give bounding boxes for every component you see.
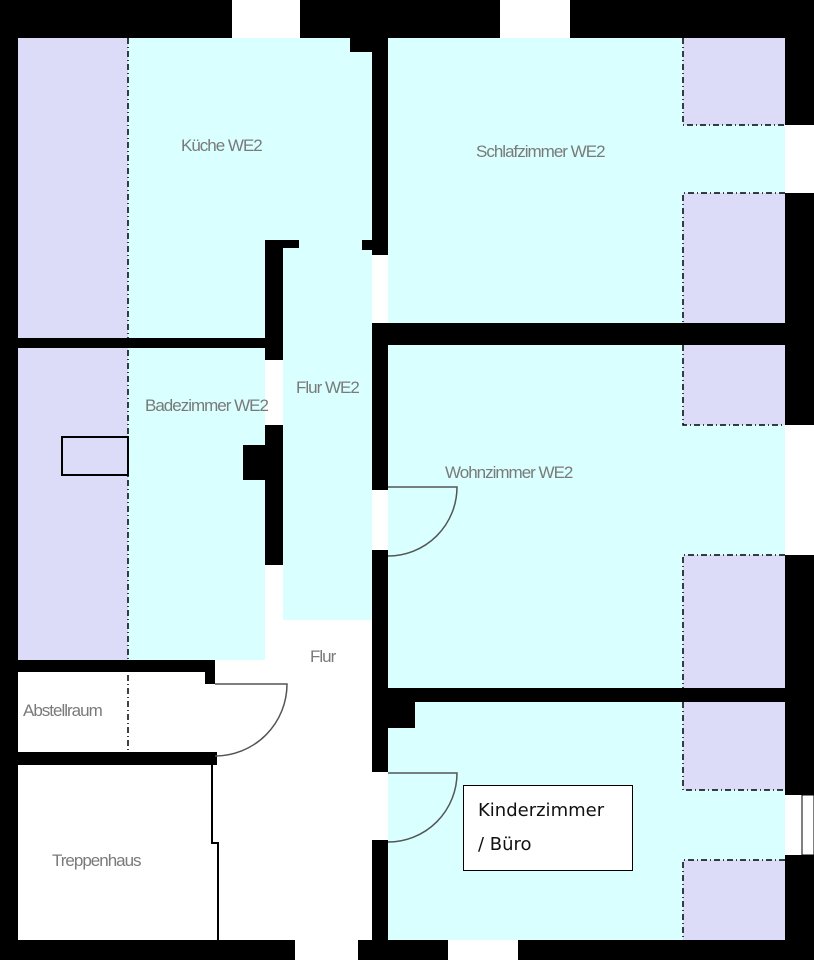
wall-segment [372, 840, 388, 960]
wall-segment [372, 690, 388, 772]
wall-segment [372, 323, 814, 345]
bathroom-area [128, 348, 265, 660]
dashed-boundary [682, 702, 785, 791]
door-abstellraum[interactable] [214, 683, 288, 757]
balcony-area [18, 348, 128, 660]
wall-segment [570, 0, 814, 38]
room-label-staircase: Treppenhaus [52, 851, 142, 870]
wall-segment [372, 323, 388, 490]
wall-segment [300, 0, 500, 38]
wall-segment [785, 555, 814, 795]
kids-room-label-line1: Kinderzimmer [478, 800, 605, 821]
wall-segment [205, 660, 215, 684]
door-kinderzimmer[interactable] [387, 772, 458, 843]
wall-segment [0, 0, 18, 960]
wall-segment [358, 940, 448, 960]
wall-segment [372, 688, 814, 702]
wall-segment [785, 193, 814, 425]
room-label-hallway: Flur [310, 647, 336, 666]
wall-segment [265, 240, 283, 360]
hallway-we2-area [283, 248, 372, 620]
wall-segment [362, 240, 388, 250]
room-label-storage: Abstellraum [23, 701, 103, 720]
dashed-boundary [682, 38, 785, 126]
wall-segment [388, 702, 415, 728]
wall-segment [243, 445, 270, 480]
doors[interactable] [214, 486, 458, 843]
balcony-area [683, 193, 785, 325]
thin-lines [61, 436, 814, 940]
wall-segment [372, 30, 388, 255]
wall-segment [372, 550, 388, 690]
staircase-boundary [211, 765, 219, 940]
balcony-area [683, 345, 785, 425]
dashed-lines [127, 38, 785, 940]
wall-segment [0, 752, 217, 765]
room-label-kitchen: Küche WE2 [181, 136, 263, 155]
balcony-area [18, 38, 128, 338]
wall-segment [785, 38, 814, 125]
door-wohnzimmer[interactable] [387, 486, 458, 557]
wall-segment [0, 660, 215, 672]
wall-segment [0, 940, 295, 960]
balcony-fills [18, 38, 785, 940]
balcony-area [683, 555, 785, 688]
wall-segment [265, 240, 299, 248]
wall-segment [518, 940, 814, 960]
window-frame [801, 794, 814, 856]
wall-segment [0, 338, 280, 348]
room-label-living-room: Wohnzimmer WE2 [445, 463, 573, 482]
balcony-area [683, 38, 785, 125]
dashed-boundary [682, 345, 785, 426]
wall-segment [0, 0, 232, 38]
kids-room-label-box: Kinderzimmer / Büro [463, 785, 633, 871]
balcony-area [683, 860, 785, 940]
kids-room-label-line2: / Büro [478, 834, 532, 855]
room-label-bedroom: Schlafzimmer WE2 [476, 142, 606, 161]
bath-fixture [61, 436, 129, 476]
room-label-hallway-we2: Flur WE2 [296, 378, 360, 397]
room-label-bathroom: Badezimmer WE2 [145, 396, 269, 415]
balcony-area [683, 702, 785, 790]
